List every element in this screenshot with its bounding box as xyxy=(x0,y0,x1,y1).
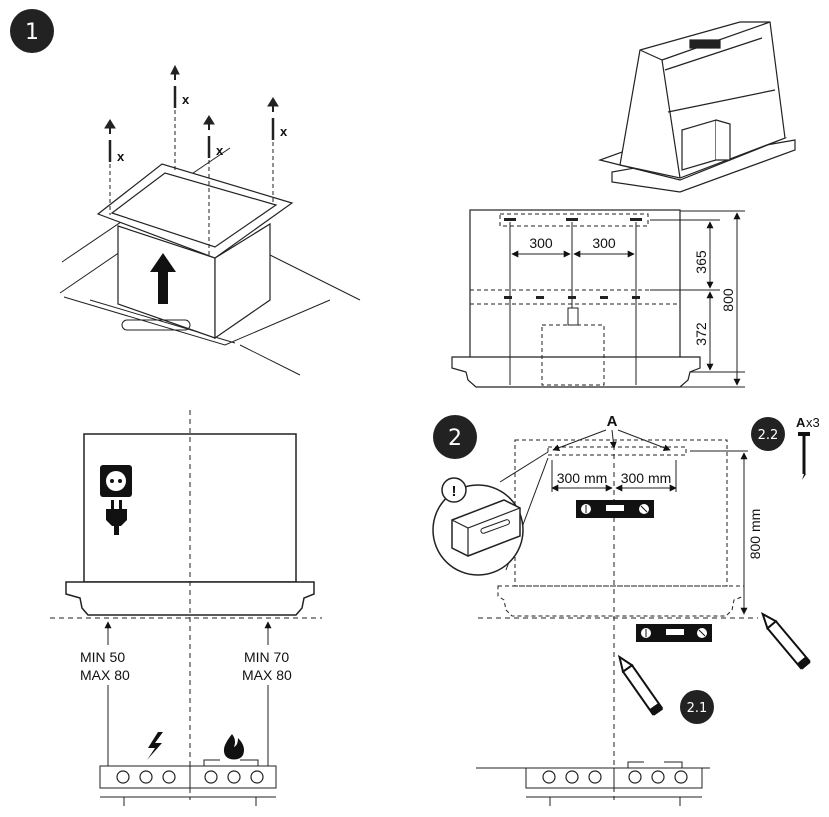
warning-symbol: ! xyxy=(452,483,457,500)
step-1-badge xyxy=(10,9,54,53)
spacing-right-label: 300 xyxy=(592,235,616,251)
spirit-level-icon xyxy=(576,500,654,518)
left-max-label: MAX 80 xyxy=(80,667,130,683)
spirit-level-icon xyxy=(636,624,712,642)
up-arrow-icon xyxy=(150,253,176,304)
screw-icon xyxy=(203,115,215,258)
vent-slot xyxy=(121,319,191,331)
pencil-icon xyxy=(617,654,664,716)
hood-box xyxy=(96,163,294,340)
detail-magnifier: ! xyxy=(432,451,549,576)
spacing-right-mm-label: 300 mm xyxy=(621,470,672,486)
screw-count-label: x3 xyxy=(806,415,820,430)
screw-x-label: x xyxy=(182,92,190,107)
right-max-label: MAX 80 xyxy=(242,667,292,683)
spacing-left-mm-label: 300 mm xyxy=(557,470,608,486)
step-1-number: 1 xyxy=(25,20,39,45)
left-min-label: MIN 50 xyxy=(80,649,125,665)
power-socket-icon xyxy=(100,465,132,497)
cooktop xyxy=(525,761,703,806)
step-2-number: 2 xyxy=(448,426,462,451)
screw-x-label: x xyxy=(216,143,224,158)
screw-icon xyxy=(170,64,180,170)
step-1-panel: 1 xyxy=(10,9,361,376)
screw-x-label: x xyxy=(280,124,288,139)
screws-group xyxy=(104,64,279,258)
height-mm-label: 800 mm xyxy=(747,509,763,560)
warning-icon xyxy=(441,477,467,503)
screw-icon xyxy=(104,119,116,215)
step-2-2-badge xyxy=(751,417,785,451)
clearance-panel: MIN 50 MAX 80 MIN 70 MAX 80 xyxy=(50,410,322,806)
flame-icon xyxy=(223,734,245,760)
screw-x-label: x xyxy=(117,149,125,164)
point-a-label: A xyxy=(607,413,618,430)
step-2-2-number: 2.2 xyxy=(758,428,779,443)
height-upper-label: 365 xyxy=(693,250,709,274)
cooktop xyxy=(99,759,277,806)
power-plug-icon xyxy=(106,500,127,535)
spacing-left-label: 300 xyxy=(529,235,553,251)
pencil-icon xyxy=(760,611,811,670)
lightning-icon xyxy=(147,732,163,760)
step-2-1-number: 2.1 xyxy=(687,701,708,716)
step-2-panel: 2 A 300 mm 300 mm 800 mm xyxy=(432,413,820,806)
screw-icon xyxy=(798,432,810,480)
step-2-badge xyxy=(433,415,477,459)
height-lower-label: 372 xyxy=(693,322,709,346)
screw-a-label: A xyxy=(796,415,806,430)
step-2-1-badge xyxy=(680,690,714,724)
hood-front-elevation: 300 300 365 372 800 xyxy=(451,209,745,388)
screw-icon xyxy=(267,97,279,204)
hood-3d-view xyxy=(597,21,796,193)
height-total-label: 800 xyxy=(720,288,736,312)
right-min-label: MIN 70 xyxy=(244,649,289,665)
